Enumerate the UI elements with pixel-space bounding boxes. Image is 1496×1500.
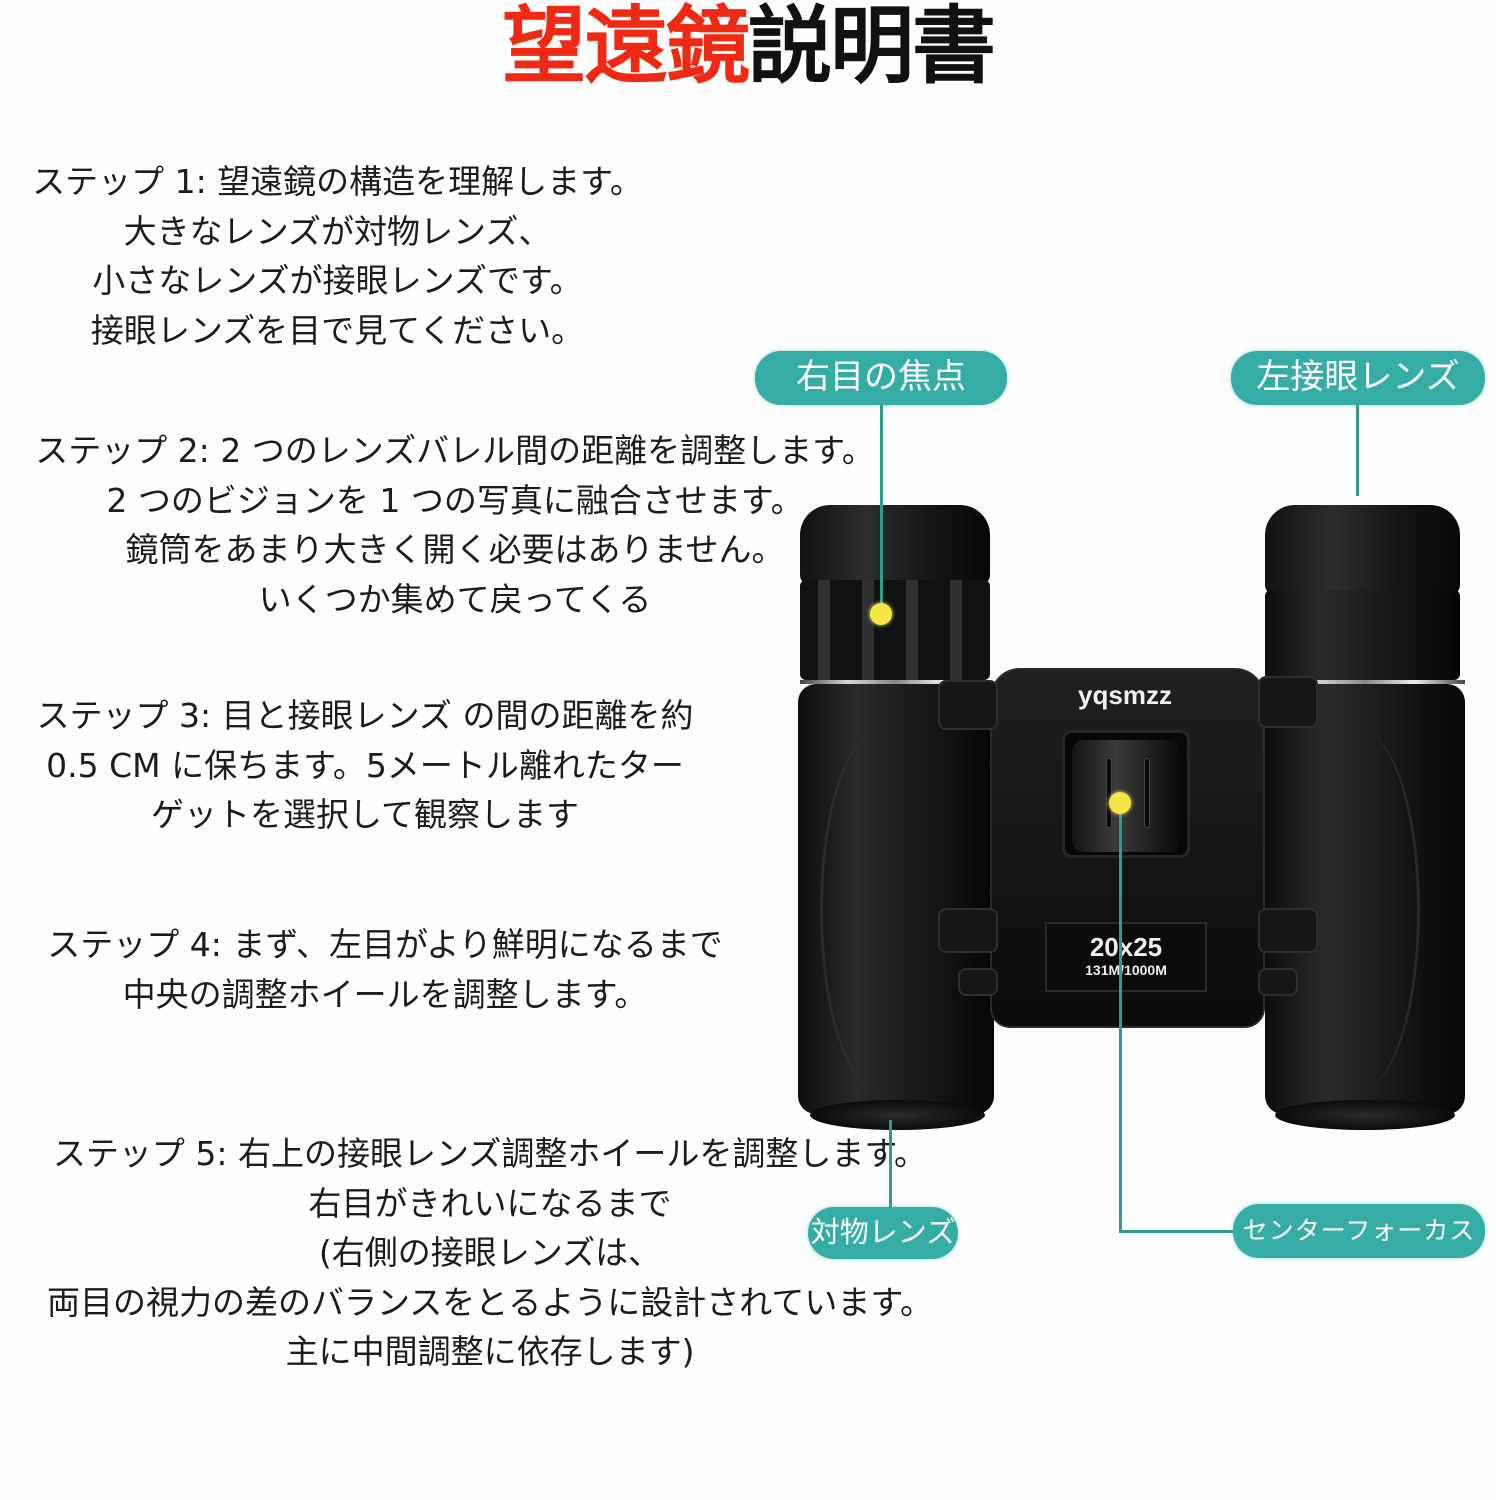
step-5-line-3: (右側の接眼レンズは、 xyxy=(318,1233,662,1272)
left-eyepiece-leader xyxy=(1356,404,1359,496)
step-2-line-4: いくつか集めて戻ってくる xyxy=(258,579,652,619)
step-4-line-2: 中央の調整ホイールを調整します。 xyxy=(122,974,648,1014)
step-3-line-1: ステップ 3: 目と接眼レンズ の間の距離を約 xyxy=(36,696,694,735)
lower-left-hinge xyxy=(938,908,998,953)
step-1-text: ステップ 1: 望遠鏡の構造を理解します。 大きなレンズが対物レンズ、 小さなレ… xyxy=(0,157,675,355)
step-5-line-1: ステップ 5: 右上の接眼レンズ調整ホイールを調整します。 xyxy=(52,1134,928,1173)
callout-right-eye-focus: 右目の焦点 xyxy=(755,351,1007,405)
center-focus-leader xyxy=(1119,806,1122,1232)
step-3-text: ステップ 3: 目と接眼レンズ の間の距離を約 0.5 CM に保ちます。5メー… xyxy=(0,691,730,840)
left-grip-contour xyxy=(820,730,940,1090)
step-2-text: ステップ 2: 2 つのレンズバレル間の距離を調整します。 2 つのビジョンを … xyxy=(0,426,910,624)
callout-center-focus: センターフォーカス xyxy=(1233,1204,1485,1258)
objective-lens-leader xyxy=(889,1120,892,1212)
right-eyepiece-section xyxy=(1265,590,1460,680)
step-2-line-3: 鏡筒をあまり大きく開く必要はありません。 xyxy=(125,530,785,569)
wheel-groove-1 xyxy=(1106,758,1112,828)
step-1-line-2: 大きなレンズが対物レンズ、 xyxy=(123,211,552,251)
step-3-line-3: ゲットを選択して観察します xyxy=(150,795,579,834)
fov-label: 131M/1000M xyxy=(1085,962,1167,978)
upper-left-hinge xyxy=(938,680,998,730)
right-eyecup xyxy=(1265,505,1460,595)
step-2-line-1: ステップ 2: 2 つのレンズバレル間の距離を調整します。 xyxy=(35,431,875,470)
right-silver-band xyxy=(1265,680,1465,684)
left-barrel-body xyxy=(798,684,994,1114)
bottom-right-hinge xyxy=(1258,968,1298,996)
step-5-line-4: 両目の視力の差のバランスをとるように設計されています。 xyxy=(46,1282,934,1322)
step-4-text: ステップ 4: まず、左目がより鮮明になるまで 中央の調整ホイールを調整します。 xyxy=(0,920,770,1019)
title-manual: 説明書 xyxy=(748,0,996,95)
right-objective-rim xyxy=(1275,1100,1455,1130)
right-grip-contour xyxy=(1300,730,1420,1090)
center-focus-marker-icon xyxy=(1109,792,1131,814)
right-eye-focus-marker-icon xyxy=(870,603,892,625)
step-1-line-1: ステップ 1: 望遠鏡の構造を理解します。 xyxy=(32,162,643,201)
right-eye-focus-leader xyxy=(880,404,883,614)
upper-right-hinge xyxy=(1258,676,1318,728)
callout-left-eyepiece: 左接眼レンズ xyxy=(1231,351,1485,405)
step-5-line-2: 右目がきれいになるまで xyxy=(308,1183,672,1223)
model-label: 20x25 xyxy=(1089,932,1163,962)
center-bridge xyxy=(990,668,1265,1028)
title-telescope: 望遠鏡 xyxy=(501,0,750,95)
step-4-line-1: ステップ 4: まず、左目がより鮮明になるまで xyxy=(47,925,723,964)
wheel-groove-2 xyxy=(1144,758,1150,828)
left-silver-band xyxy=(800,680,990,684)
step-3-line-2: 0.5 CM に保ちます。5メートル離れたター xyxy=(46,745,684,785)
lower-right-hinge xyxy=(1258,908,1318,953)
step-1-line-3: 小さなレンズが接眼レンズです。 xyxy=(92,261,583,300)
step-1-line-4: 接眼レンズを目で見てください。 xyxy=(90,310,585,350)
callout-objective-lens: 対物レンズ xyxy=(808,1207,958,1259)
center-focus-leader-horizontal xyxy=(1119,1230,1239,1233)
step-2-line-2: 2 つのビジョンを 1 つの写真に融合させます。 xyxy=(106,480,804,520)
right-barrel-body xyxy=(1265,684,1465,1114)
left-objective-rim xyxy=(810,1100,985,1130)
page-title: 望遠鏡説明書 xyxy=(0,2,1496,90)
brand-label: yqsmzz xyxy=(1078,680,1172,710)
spec-plate: 20x25 131M/1000M xyxy=(1045,922,1207,992)
step-5-line-5: 主に中間調整に依存します) xyxy=(285,1332,695,1371)
bottom-left-hinge xyxy=(958,968,998,996)
step-5-text: ステップ 5: 右上の接眼レンズ調整ホイールを調整します。 右目がきれいになるま… xyxy=(0,1129,980,1377)
